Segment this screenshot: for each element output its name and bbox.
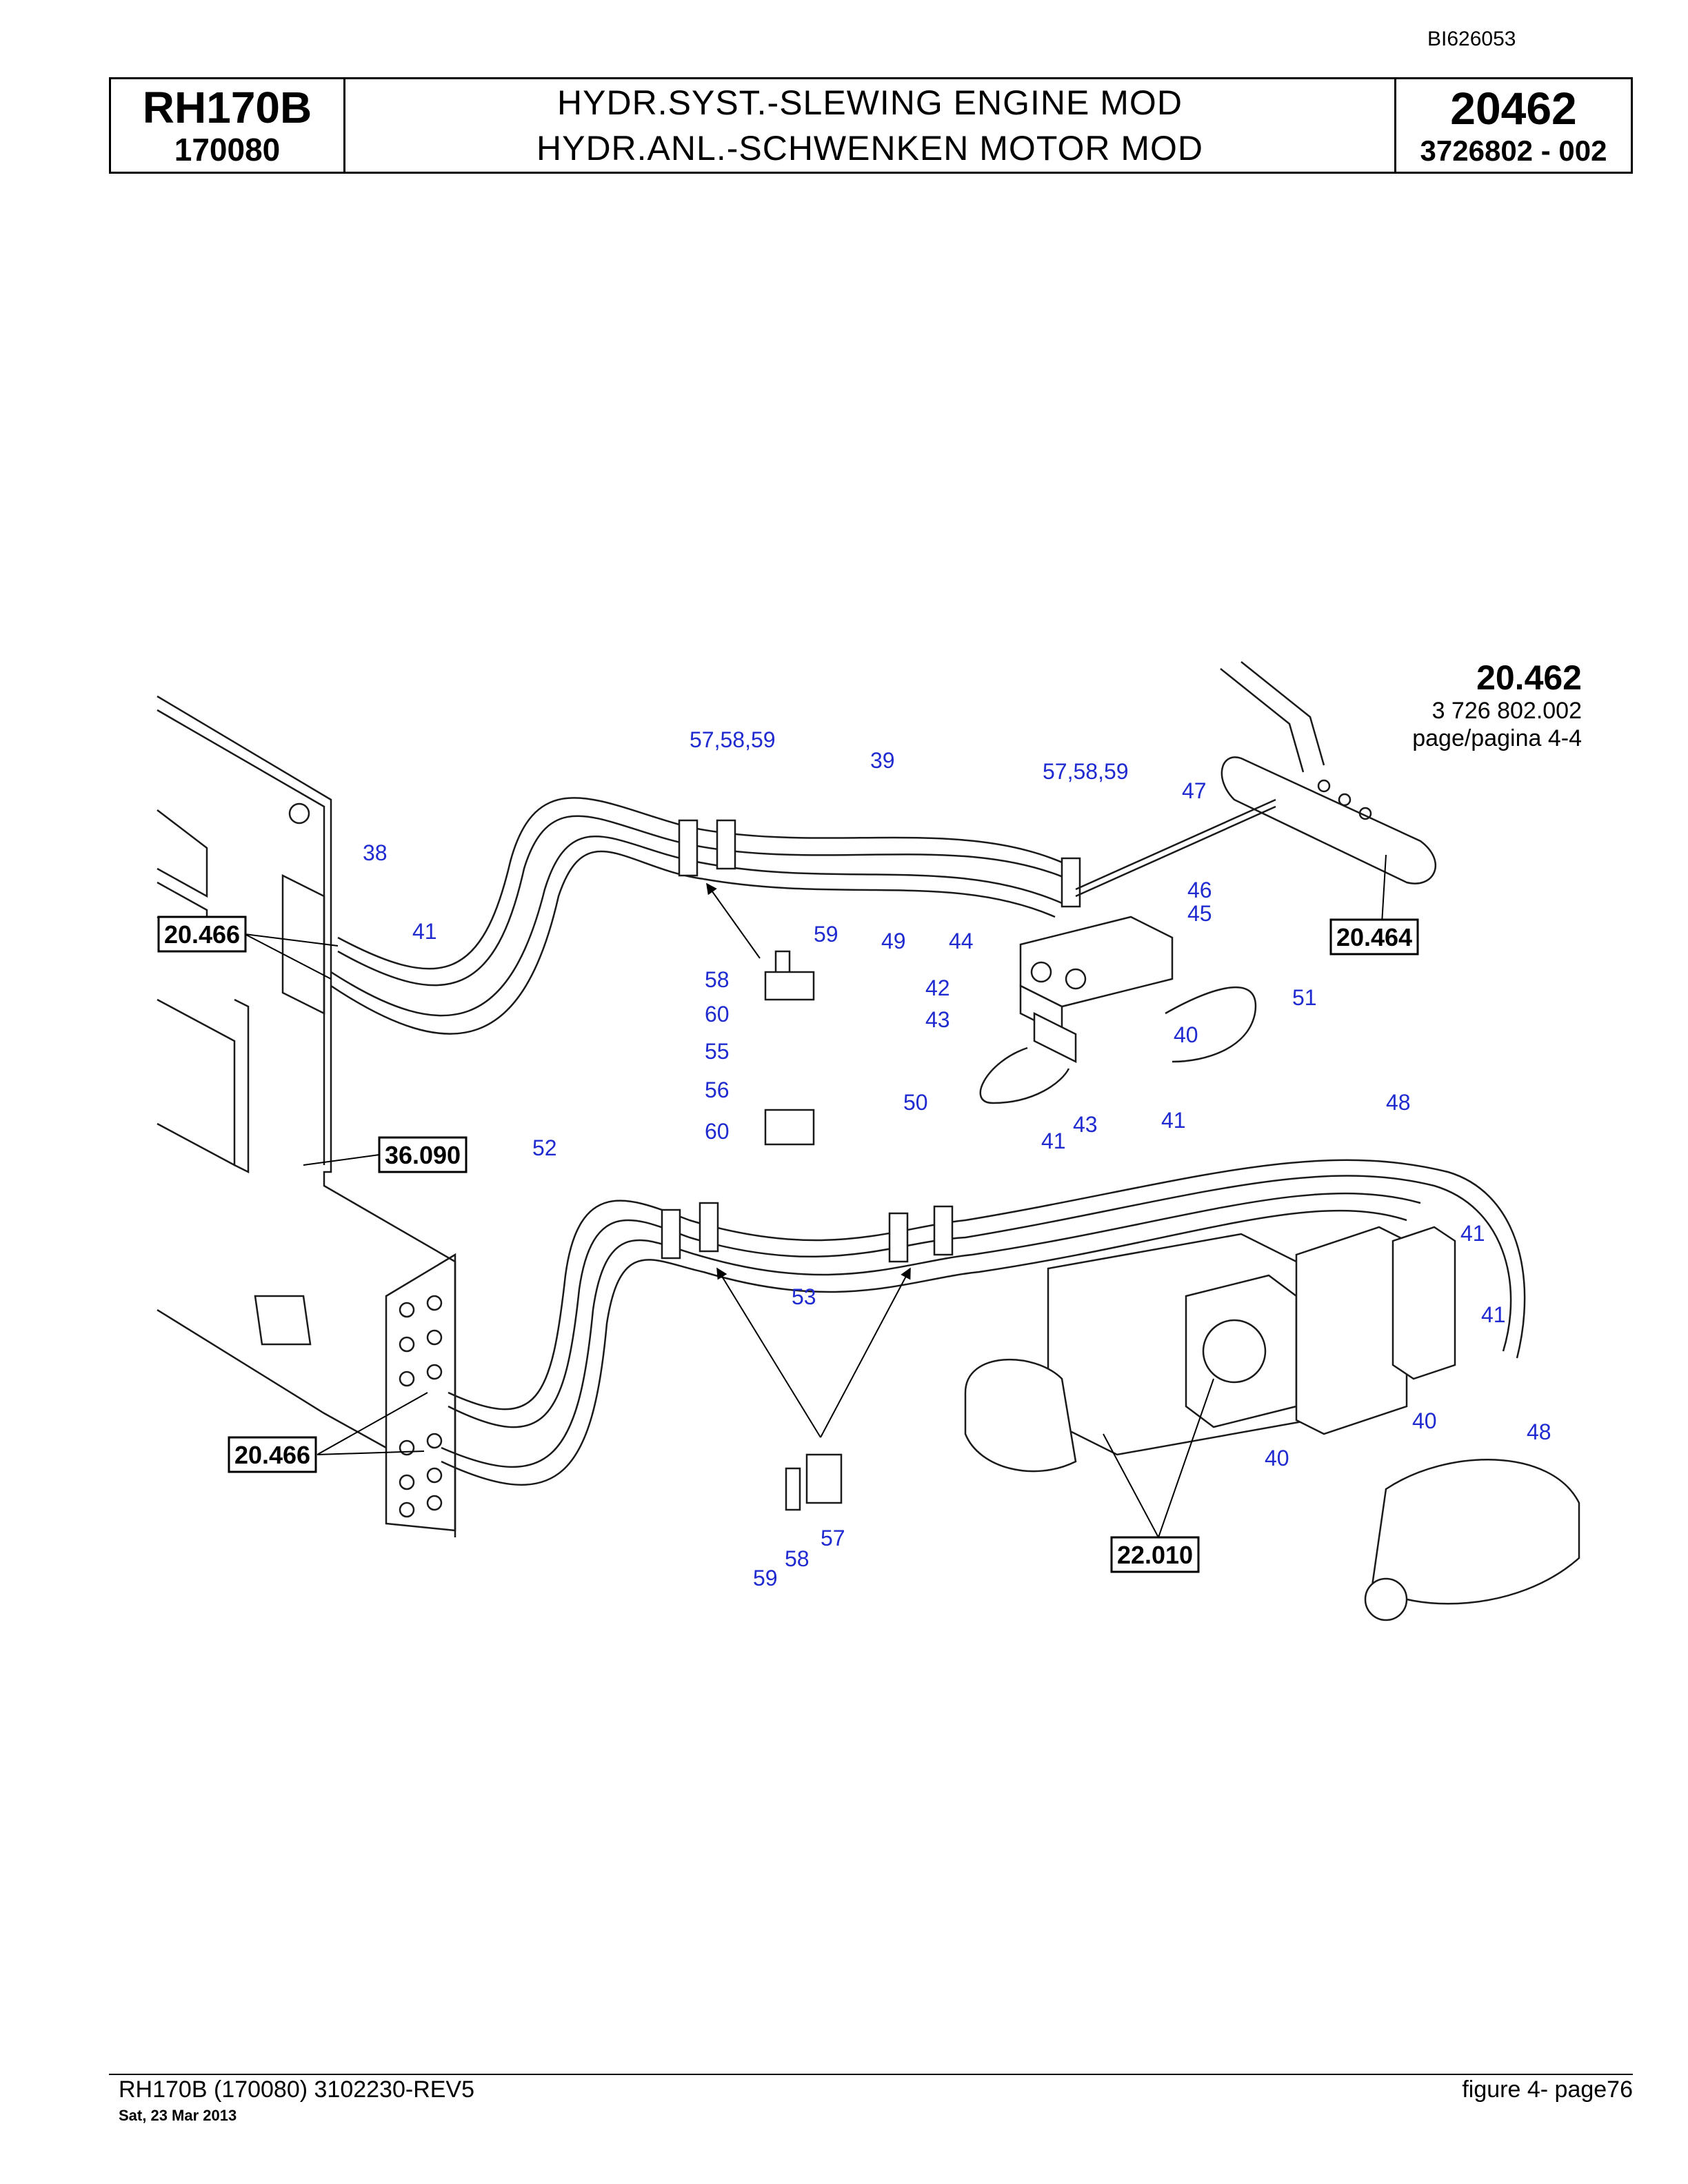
ref-box-frame — [157, 916, 247, 953]
ref-box-frame — [1110, 1536, 1200, 1573]
callout-57-58-59-upper-left: 57,58,59 — [690, 727, 776, 752]
callout-39: 39 — [870, 748, 895, 773]
callout-47: 47 — [1182, 778, 1207, 803]
ref-box-22010: 22.010 — [1117, 1541, 1193, 1569]
valve-block — [1019, 916, 1174, 1064]
callout-40-right: 40 — [1412, 1408, 1437, 1433]
callout-58-exploded: 58 — [705, 967, 730, 992]
ref-box-20464: 20.464 — [1336, 923, 1412, 951]
document-id: BI626053 — [1427, 28, 1516, 50]
callout-42: 42 — [925, 975, 950, 1000]
model-cell: RH170B 170080 — [111, 79, 345, 172]
reference-page: page/pagina 4-4 — [1412, 725, 1582, 751]
ref-box-frame — [228, 1436, 317, 1473]
callout-50: 50 — [903, 1090, 928, 1115]
ref-box-36090: 36.090 — [385, 1141, 461, 1169]
loop-hoses — [979, 986, 1257, 1104]
leader-lines — [244, 854, 1387, 1538]
callout-57-exploded: 57 — [821, 1526, 845, 1550]
title-english: HYDR.SYST.-SLEWING ENGINE MOD — [557, 83, 1183, 122]
number-cell: 20462 3726802 - 002 — [1396, 79, 1631, 172]
callout-41-left: 41 — [412, 919, 437, 944]
title-block: RH170B 170080 HYDR.SYST.-SLEWING ENGINE … — [109, 77, 1633, 174]
callout-58-exploded-lower: 58 — [785, 1546, 810, 1571]
callout-52: 52 — [532, 1135, 557, 1160]
callout-60-upper: 60 — [705, 1002, 730, 1027]
callout-57-58-59-upper-right: 57,58,59 — [1043, 759, 1129, 784]
callout-43-upper: 43 — [925, 1007, 950, 1032]
lower-clamps — [661, 1202, 954, 1511]
ref-box-20466-upper: 20.466 — [164, 920, 240, 949]
ref-box-frame — [378, 1136, 468, 1173]
boxed-reference-labels: 20.466 36.090 20.466 20.464 22.010 — [157, 916, 1419, 1573]
callout-38: 38 — [363, 840, 388, 865]
callout-56: 56 — [705, 1078, 730, 1102]
callout-41-right-upper: 41 — [1460, 1221, 1485, 1246]
callout-49: 49 — [881, 929, 906, 953]
item-callouts: 57,58,59 39 57,58,59 47 38 41 46 45 59 4… — [363, 727, 1551, 1590]
reference-number: 20.462 — [1476, 658, 1582, 697]
callout-48-upper: 48 — [1386, 1090, 1411, 1115]
callout-46: 46 — [1187, 878, 1212, 902]
title-cell: HYDR.SYST.-SLEWING ENGINE MOD HYDR.ANL.-… — [345, 79, 1396, 172]
footer-figure-page: figure 4- page76 — [1462, 2076, 1633, 2103]
callout-51: 51 — [1292, 985, 1317, 1010]
callout-45: 45 — [1187, 901, 1212, 926]
part-number: 3726802 - 002 — [1420, 134, 1607, 167]
callout-59-exploded: 59 — [814, 922, 838, 947]
title-german: HYDR.ANL.-SCHWENKEN MOTOR MOD — [536, 129, 1203, 168]
machine-frame — [157, 695, 456, 1537]
callout-40-lower: 40 — [1265, 1446, 1289, 1470]
callout-41-center-lower: 41 — [1041, 1129, 1066, 1153]
callout-53: 53 — [792, 1284, 816, 1309]
footer-document-reference: RH170B (170080) 3102230-REV5 — [119, 2076, 475, 2103]
callout-41-right-lower: 41 — [1481, 1302, 1506, 1327]
ref-box-20466-lower: 20.466 — [234, 1441, 310, 1469]
group-number: 20462 — [1450, 83, 1577, 134]
callout-41-center: 41 — [1161, 1108, 1186, 1133]
serial-number: 170080 — [174, 132, 281, 168]
model-name: RH170B — [142, 83, 312, 132]
upper-clamps — [678, 819, 1081, 1146]
callout-44: 44 — [949, 929, 974, 953]
footer-divider — [109, 2074, 1633, 2075]
callout-48-lower: 48 — [1527, 1419, 1551, 1444]
ref-box-frame — [1329, 918, 1419, 956]
callout-59-exploded-lower: 59 — [753, 1566, 778, 1590]
distributor-manifold — [1075, 661, 1436, 898]
callout-40-upper: 40 — [1174, 1022, 1198, 1047]
reference-part: 3 726 802.002 — [1432, 698, 1582, 724]
callout-55: 55 — [705, 1039, 730, 1064]
pump-assembly — [964, 1226, 1580, 1621]
reference-block: 20.462 3 726 802.002 page/pagina 4-4 — [1412, 658, 1582, 751]
footer-date: Sat, 23 Mar 2013 — [119, 2107, 237, 2124]
upper-hose-bundle — [330, 797, 1076, 1035]
callout-43-lower: 43 — [1073, 1112, 1098, 1137]
callout-60-lower: 60 — [705, 1119, 730, 1144]
